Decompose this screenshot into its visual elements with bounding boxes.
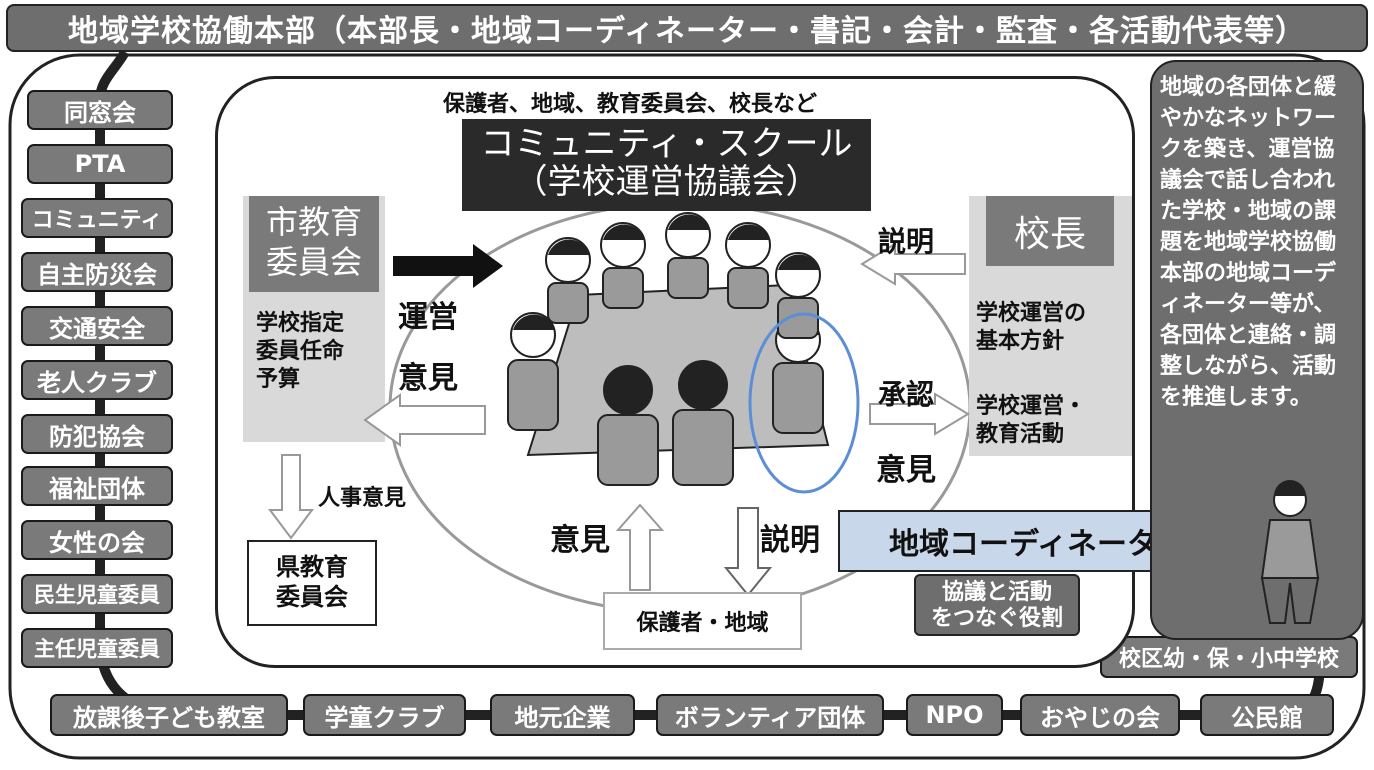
city-board-title: 市教育 委員会 bbox=[249, 196, 379, 292]
coordinator-person-illustration bbox=[1260, 480, 1320, 624]
meeting-illustration bbox=[507, 212, 830, 486]
cs-title: コミュニティ・スクール bbox=[480, 124, 853, 164]
org-gakudo: 学童クラブ bbox=[303, 694, 466, 736]
label-iken-left: 意見 bbox=[398, 361, 458, 396]
label-iken-bottom: 意見 bbox=[550, 523, 610, 558]
right-info-panel bbox=[1150, 60, 1364, 640]
principal-item-2: 基本方針 bbox=[976, 329, 1065, 354]
city-board-line1: 市教育 bbox=[265, 203, 362, 241]
org-rojinclub: 老人クラブ bbox=[21, 360, 173, 400]
org-fukushi: 福祉団体 bbox=[21, 466, 173, 506]
org-kominkan: 公民館 bbox=[1200, 694, 1334, 736]
cs-subtitle: （学校運営協議会） bbox=[513, 162, 820, 202]
cs-members: 保護者、地域、教育委員会、校長など bbox=[443, 92, 818, 117]
top-banner: 地域学校協働本部（本部長・地域コーディネーター・書記・会計・監査・各活動代表等） bbox=[6, 4, 1368, 52]
org-dosokai: 同窓会 bbox=[27, 90, 173, 130]
highlight-ellipse bbox=[748, 312, 860, 494]
guardians-box: 保護者・地域 bbox=[603, 592, 802, 650]
label-setsumei-principal: 説明 bbox=[878, 225, 935, 258]
org-minsei: 民生児童委員 bbox=[21, 574, 173, 614]
city-board-line2: 委員会 bbox=[265, 243, 362, 281]
label-shonin: 承認 bbox=[878, 378, 935, 411]
coordinator-role-line2: をつなぐ役割 bbox=[930, 606, 1063, 631]
org-oyaji: おやじの会 bbox=[1020, 694, 1180, 736]
org-npo: NPO bbox=[906, 694, 1003, 736]
org-pta: PTA bbox=[27, 144, 173, 184]
org-kotsuanzen: 交通安全 bbox=[21, 306, 173, 346]
principal-title: 校長 bbox=[986, 196, 1114, 266]
coordinator-role-line1: 協議と活動 bbox=[941, 580, 1052, 605]
org-bohan: 防犯協会 bbox=[21, 414, 173, 454]
city-duty-2: 委員任命 bbox=[256, 339, 345, 364]
org-josei: 女性の会 bbox=[21, 520, 173, 560]
coordinator-role-box: 協議と活動 をつなぐ役割 bbox=[914, 574, 1080, 636]
pref-board-line2: 委員会 bbox=[276, 583, 348, 611]
org-volunteer: ボランティア団体 bbox=[656, 694, 884, 736]
org-jishubosai: 自主防災会 bbox=[21, 252, 173, 292]
label-setsumei-bottom: 説明 bbox=[760, 523, 820, 558]
label-iken-right: 意見 bbox=[876, 453, 936, 488]
pref-board-box: 県教育 委員会 bbox=[247, 540, 377, 626]
org-jimotokigyo: 地元企業 bbox=[490, 694, 635, 736]
org-community: コミュニティ bbox=[21, 198, 173, 238]
label-jinji-iken: 人事意見 bbox=[318, 486, 407, 511]
principal-item-1: 学校運営の bbox=[976, 301, 1087, 326]
pref-board-line1: 県教育 bbox=[276, 553, 348, 581]
community-school-box: コミュニティ・スクール （学校運営協議会） bbox=[462, 119, 871, 211]
city-duty-1: 学校指定 bbox=[256, 311, 345, 336]
city-duty-3: 予算 bbox=[256, 367, 301, 392]
right-info-text: 地域の各団体と緩やかなネットワークを築き、運営協議会で話し合われた学校・地域の課… bbox=[1160, 75, 1337, 410]
org-hokago: 放課後子ども教室 bbox=[50, 694, 288, 736]
principal-item-3: 学校運営・ bbox=[976, 394, 1087, 419]
label-unei: 運営 bbox=[398, 300, 458, 335]
principal-item-4: 教育活動 bbox=[976, 422, 1065, 447]
org-shunin: 主任児童委員 bbox=[21, 628, 173, 668]
